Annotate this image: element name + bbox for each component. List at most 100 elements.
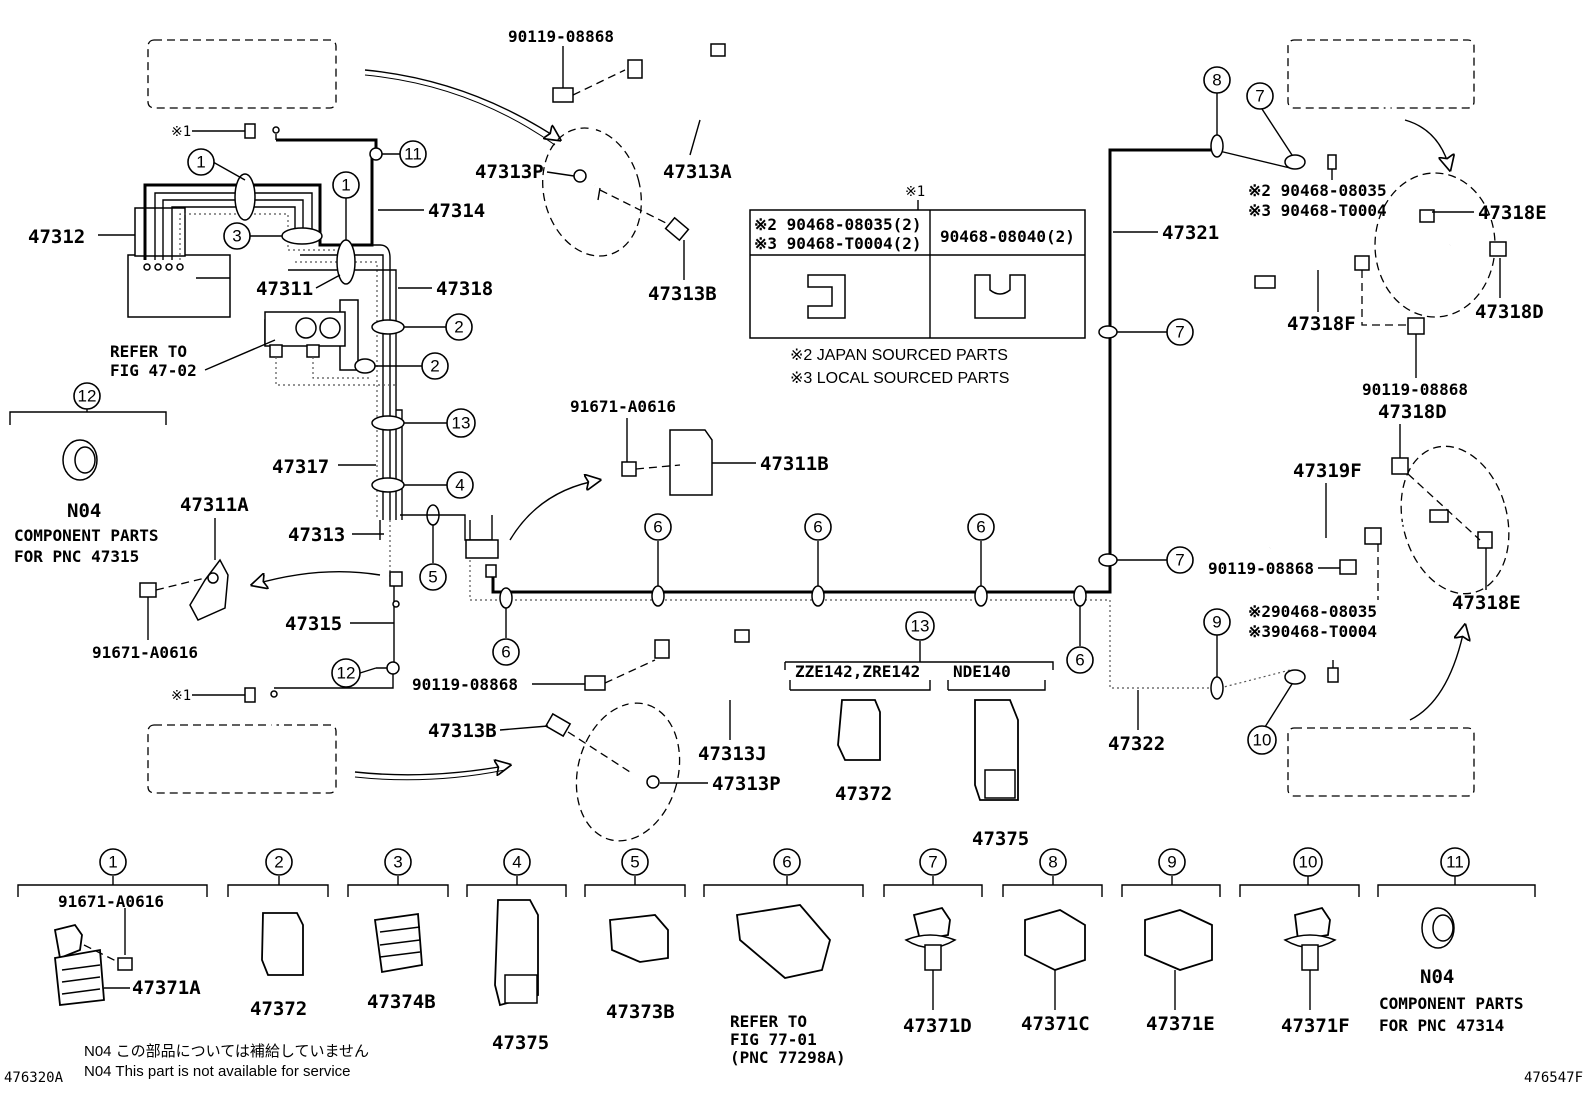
clip-3 <box>281 227 323 245</box>
label-47315: 47315 <box>285 613 342 635</box>
label-comp-left-1: COMPONENT PARTS <box>14 526 159 545</box>
label-r3-bottom: ※390468-T0004 <box>1248 622 1377 641</box>
detail-circle-top <box>542 127 642 257</box>
label-47318: 47318 <box>436 278 493 300</box>
label-47318E-bottom: 47318E <box>1452 592 1521 614</box>
callout-8: 8 <box>1212 71 1221 90</box>
legend-5-pn: 47373B <box>606 1001 675 1023</box>
label-90119-right-1: 90119-08868 <box>1362 380 1468 399</box>
label-47319F: 47319F <box>1293 460 1362 482</box>
bracket-47311A <box>189 558 229 621</box>
clip-2b <box>354 358 376 374</box>
callout-12: 12 <box>337 664 356 683</box>
front-right-wheel-area <box>1287 39 1475 109</box>
rear-left-wheel-area <box>147 724 337 794</box>
clamp-47372 <box>261 912 304 976</box>
label-47314: 47314 <box>428 200 485 222</box>
bolt-90119-bottom <box>584 675 606 691</box>
arrow-bottom-left <box>354 765 510 775</box>
clamp-47373B <box>609 914 669 963</box>
legend-3-pn: 47374B <box>367 991 436 1013</box>
clip-7b <box>1098 553 1118 567</box>
clip-table-mark: ※1 <box>905 184 925 200</box>
callout-9: 9 <box>1212 613 1221 632</box>
label-47311: 47311 <box>256 278 313 300</box>
legend-6-pn: REFER TO <box>730 1012 807 1031</box>
callout-1b: 1 <box>341 176 350 195</box>
clip-4 <box>371 477 405 493</box>
detail-circle-bottom <box>575 702 681 842</box>
label-comp-left-2: FOR PNC 47315 <box>14 547 139 566</box>
label-47318F: 47318F <box>1287 313 1356 335</box>
legend-num-1: 1 <box>108 853 117 872</box>
clip-6b <box>651 585 665 607</box>
mark1-bottom: ※1 <box>171 688 191 704</box>
callout-12-box: 12 <box>78 387 97 406</box>
clip-1b <box>336 239 356 285</box>
legend-9-pn: 47371E <box>1146 1013 1215 1035</box>
clip-6a <box>499 587 513 609</box>
label-47318E-top: 47318E <box>1478 202 1547 224</box>
label-zze142: ZZE142,ZRE142 <box>795 662 920 681</box>
callout-3: 3 <box>232 227 241 246</box>
bolt-47313B-top <box>664 216 690 242</box>
rear-right-wheel-area <box>1287 727 1475 797</box>
footnote-english: N04 This part is not available for servi… <box>84 1063 351 1080</box>
label-90119-top: 90119-08868 <box>508 27 614 46</box>
legend-2-pn: 47372 <box>250 998 307 1020</box>
front-left-wheel-area <box>147 39 337 109</box>
clip-8 <box>1210 134 1224 158</box>
label-47311B: 47311B <box>760 453 829 475</box>
callout-2b: 2 <box>430 357 439 376</box>
clip-table <box>749 209 1086 339</box>
clip-9 <box>1210 676 1224 700</box>
callout-10: 10 <box>1253 731 1272 750</box>
callout-13-box: 13 <box>911 617 930 636</box>
bolt-47313B-bottom <box>544 712 572 738</box>
callout-1a: 1 <box>196 153 205 172</box>
legend-6-pn3: (PNC 77298A) <box>730 1048 846 1067</box>
figure-code-left: 476320A <box>4 1070 64 1086</box>
label-47372-mid: 47372 <box>835 783 892 805</box>
legend-num-3: 3 <box>393 853 402 872</box>
label-r3-top: ※3 90468-T0004 <box>1248 201 1387 220</box>
legend-11-pn: N04 <box>1420 966 1454 988</box>
label-47322: 47322 <box>1108 733 1165 755</box>
clamp-47372-mid <box>837 699 881 761</box>
line-47321 <box>491 148 1215 594</box>
label-47313J: 47313J <box>698 743 767 765</box>
label-47313B-bottom: 47313B <box>428 720 497 742</box>
label-91671-left: 91671-A0616 <box>92 643 198 662</box>
label-r2-top: ※2 90468-08035 <box>1248 181 1387 200</box>
arrow-to-47311B <box>509 480 600 541</box>
callout-4: 4 <box>455 476 464 495</box>
arrow-to-47311A <box>252 570 381 585</box>
grommet-12 <box>386 661 400 675</box>
grommet-11 <box>369 147 383 161</box>
clip-table-left-1: ※2 90468-08035(2) <box>754 215 922 234</box>
line-47322 <box>469 560 1220 689</box>
label-47313P-top: 47313P <box>475 161 544 183</box>
label-47318D-right: 47318D <box>1475 301 1544 323</box>
clip-top-left <box>244 123 256 139</box>
bolt-90119-top <box>552 87 574 103</box>
legend-7-pn: 47371D <box>903 1015 972 1037</box>
callout-7-top: 7 <box>1255 87 1264 106</box>
legend-num-7: 7 <box>928 853 937 872</box>
legend-1-pn2: 47371A <box>132 977 201 999</box>
label-91671-mid: 91671-A0616 <box>570 397 676 416</box>
legend-num-4: 4 <box>512 853 521 872</box>
arrow-bottom-right <box>1409 625 1465 721</box>
legend-num-10: 10 <box>1299 853 1318 872</box>
detail-circle-top-right <box>1374 172 1496 318</box>
figure-code-right: 476547F <box>1524 1070 1583 1086</box>
bracket-47311B <box>669 429 713 496</box>
callout-6e: 6 <box>1075 651 1084 670</box>
label-47313: 47313 <box>288 524 345 546</box>
label-47313A: 47313A <box>663 161 732 183</box>
callout-2a: 2 <box>454 318 463 337</box>
callout-7a: 7 <box>1175 323 1184 342</box>
wheel-pipe-fl <box>224 61 277 89</box>
arrow-top-left <box>364 69 560 140</box>
note-japan: ※2 JAPAN SOURCED PARTS <box>790 347 1008 364</box>
